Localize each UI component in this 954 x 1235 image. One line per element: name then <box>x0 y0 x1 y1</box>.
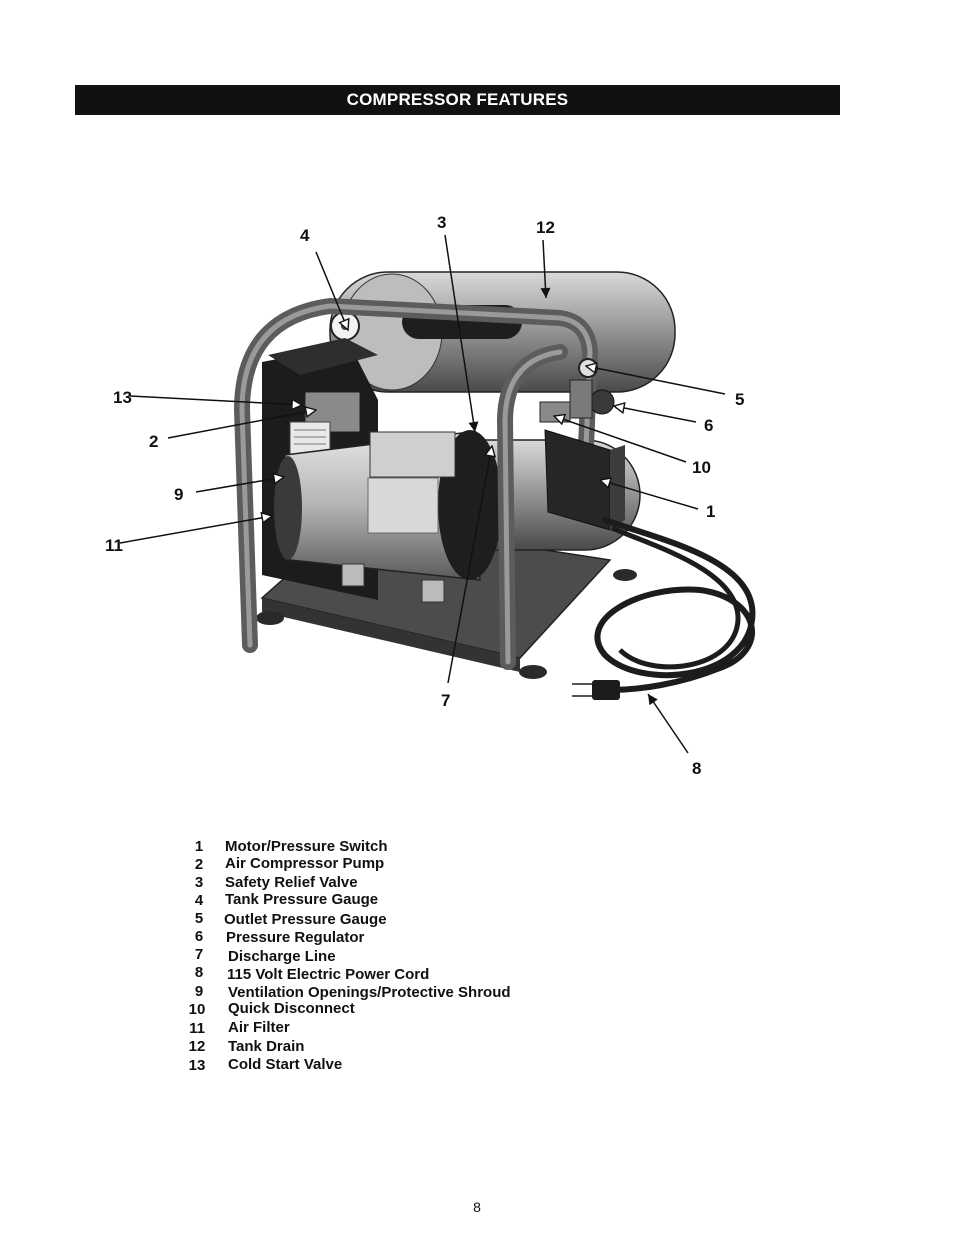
section-header: COMPRESSOR FEATURES <box>75 85 840 115</box>
callout-10: 10 <box>692 458 711 477</box>
legend-number: 2 <box>194 856 204 873</box>
callout-2: 2 <box>149 432 159 451</box>
legend-number: 1 <box>194 838 204 855</box>
legend-number: 3 <box>194 874 204 891</box>
leader-lines <box>119 234 726 754</box>
legend-label: Cold Start Valve <box>228 1056 343 1073</box>
legend-number: 8 <box>194 964 204 981</box>
callout-9: 9 <box>174 485 184 504</box>
callout-4: 4 <box>300 226 310 245</box>
legend-label: Air Compressor Pump <box>225 855 385 872</box>
legend-number: 7 <box>194 946 204 963</box>
callout-7: 7 <box>441 691 451 710</box>
legend-label: Ventilation Openings/Protective Shroud <box>228 984 511 1001</box>
callout-11: 11 <box>105 536 123 555</box>
legend-label: Pressure Regulator <box>226 929 365 946</box>
callout-1: 1 <box>706 502 716 521</box>
compressor-illustration <box>119 234 756 754</box>
legend-number: 4 <box>194 892 204 909</box>
legend-label: Safety Relief Valve <box>225 874 358 891</box>
legend-number: 11 <box>189 1020 205 1037</box>
legend-label: Motor/Pressure Switch <box>225 838 388 855</box>
page-number: 8 <box>473 1199 481 1215</box>
legend-number: 13 <box>188 1057 206 1074</box>
legend-label: Tank Pressure Gauge <box>225 891 379 908</box>
legend-label: 115 Volt Electric Power Cord <box>227 966 430 983</box>
callout-5: 5 <box>735 390 745 409</box>
callout-3: 3 <box>437 213 447 232</box>
callout-8: 8 <box>692 759 702 778</box>
callout-13: 13 <box>113 388 132 407</box>
legend-label: Discharge Line <box>228 948 336 965</box>
legend-number: 10 <box>188 1001 206 1018</box>
legend-number: 6 <box>194 928 204 945</box>
callout-6: 6 <box>704 416 714 435</box>
section-title: COMPRESSOR FEATURES <box>346 90 569 109</box>
legend-number: 5 <box>194 910 204 927</box>
legend-number: 12 <box>188 1038 206 1055</box>
legend-label: Quick Disconnect <box>228 1000 355 1017</box>
legend-label: Tank Drain <box>228 1038 305 1055</box>
legend-label: Outlet Pressure Gauge <box>224 911 387 928</box>
legend-label: Air Filter <box>228 1019 290 1036</box>
callout-12: 12 <box>536 218 555 237</box>
legend-number: 9 <box>194 983 204 1000</box>
